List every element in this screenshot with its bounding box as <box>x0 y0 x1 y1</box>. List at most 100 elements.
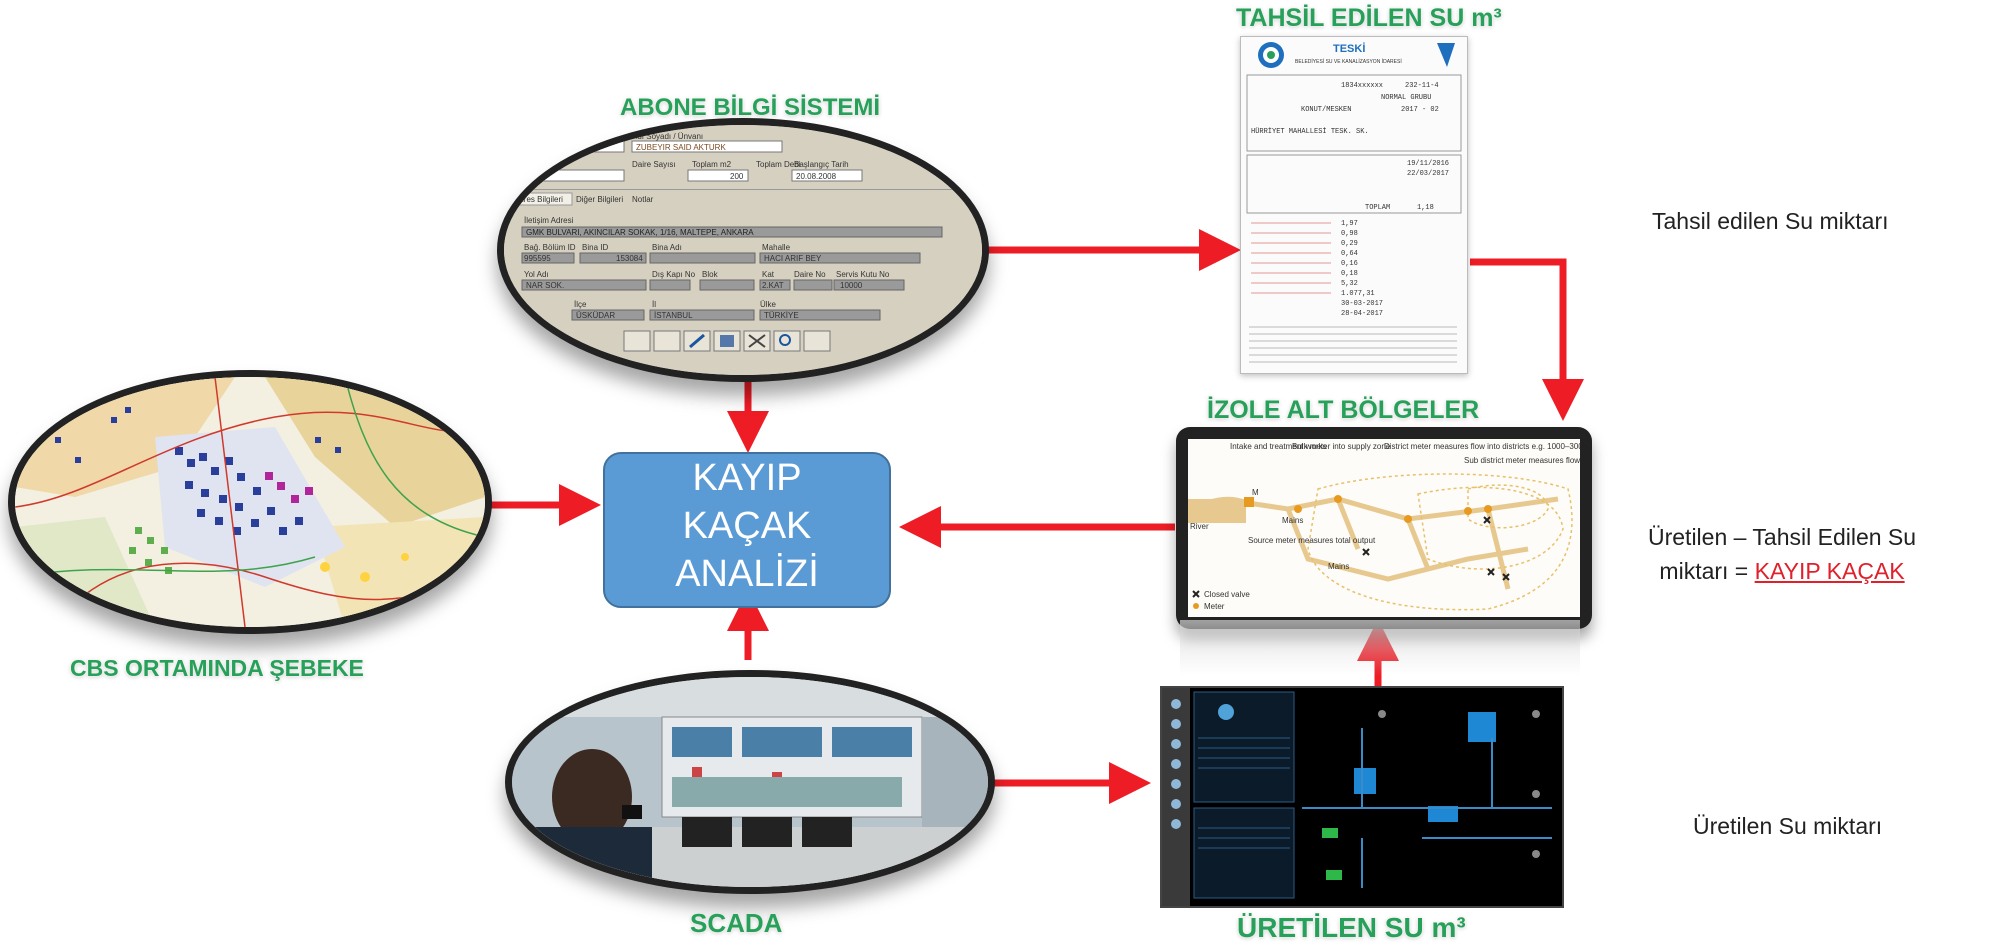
receipt-amount-8: 1.077,31 <box>1341 290 1375 298</box>
center-line-1: KAYIP <box>692 457 802 499</box>
value-il: İSTANBUL <box>654 311 693 320</box>
cbs-network-map-image <box>15 377 485 627</box>
label-mains-2: Mains <box>1328 562 1349 571</box>
scada-control-room-image <box>512 677 988 887</box>
label-bag-bolum: Bağ. Bölüm ID <box>524 243 576 252</box>
abone-bilgi-sistemi-title: ABONE BİLGİ SİSTEMİ <box>620 94 881 121</box>
receipt-okuma-tarihi: 19/11/2016 <box>1407 160 1449 168</box>
scada-photo <box>505 670 995 894</box>
kayip-kacak-analizi-box: KAYIP KAÇAK ANALİZİ <box>603 452 891 608</box>
receipt-amount-6: 0,18 <box>1341 270 1358 278</box>
label-mains-1: Mains <box>1282 516 1303 525</box>
receipt-amount-2: 0,98 <box>1341 230 1358 238</box>
scada-title: SCADA <box>690 908 783 938</box>
label-blok: Blok <box>702 270 719 279</box>
value-servis-kutu: 10000 <box>840 281 863 290</box>
label-kat: Kat <box>762 270 775 279</box>
value-adi-soyadi: ZUBEYIR SAID AKTURK <box>636 143 726 152</box>
note-kayip-kacak-formula: Üretilen – Tahsil Edilen Su miktarı = KA… <box>1648 520 1916 588</box>
note-tahsil-edilen-su-miktari: Tahsil edilen Su miktarı <box>1652 208 1889 234</box>
receipt-amount-5: 0,16 <box>1341 260 1358 268</box>
formula-line-1: Üretilen – Tahsil Edilen Su <box>1648 524 1917 550</box>
receipt-amount-7: 5,32 <box>1341 280 1358 288</box>
izole-tablet-reflection <box>1180 620 1580 676</box>
uretilen-su-title: ÜRETİLEN SU m³ <box>1237 912 1466 943</box>
receipt-toplam: TOPLAM <box>1365 204 1390 212</box>
su-faturasi-receipt: TESKİ BELEDİYESİ SU VE KANALİZASYON İDAR… <box>1240 36 1468 374</box>
receipt-adres: HÜRRİYET MAHALLESİ TESK. SK. <box>1251 127 1369 136</box>
izole-map-tablet: River Intake and treatment works Bulk me… <box>1176 427 1592 629</box>
uretilen-su-scada-screen <box>1160 686 1564 908</box>
label-servis-kutu: Servis Kutu No <box>836 270 890 279</box>
scada-mimic-image <box>1162 688 1552 906</box>
receipt-amount-3: 0,29 <box>1341 240 1358 248</box>
label-il: İl <box>652 300 656 309</box>
label-subdistrict-meter: Sub district meter measures flow into sm… <box>1464 456 1580 465</box>
formula-prefix: miktarı = <box>1659 558 1755 584</box>
value-toplam-m2: 200 <box>730 172 744 181</box>
label-river: River <box>1190 522 1209 531</box>
label-daire-sayisi: Daire Sayısı <box>632 160 676 169</box>
legend-closed-valve: Closed valve <box>1204 590 1250 599</box>
value-baslangic: 20.08.2008 <box>796 172 837 181</box>
cbs-ortaminda-sebeke-title: CBS ORTAMINDA ŞEBEKE <box>70 655 364 681</box>
value-bag-bolum: 995595 <box>524 254 551 263</box>
cbs-map-screenshot <box>8 370 492 634</box>
label-iletisim: İletişim Adresi <box>524 216 574 225</box>
value-ilce: ÜSKÜDAR <box>576 311 615 320</box>
value-bina-id: 153084 <box>616 254 643 263</box>
receipt-donem: 2017 - 02 <box>1401 106 1439 114</box>
formula-line-2: miktarı = KAYIP KAÇAK <box>1648 554 1916 588</box>
label-meter-m: M <box>1252 488 1259 497</box>
abone-toolbar <box>623 330 831 352</box>
label-yol-adi: Yol Adı <box>524 270 549 279</box>
legend-meter: Meter <box>1204 602 1225 611</box>
receipt-sozlesme: 232-11-4 <box>1405 82 1439 90</box>
value-ulke: TÜRKİYE <box>764 311 799 320</box>
abone-bilgi-sistemi-screenshot: Adı Soyadı / Ünvanı 2708635 ZUBEYIR SAID… <box>497 118 989 382</box>
label-toplam-m2: Toplam m2 <box>692 160 732 169</box>
label-ilce: İlçe <box>574 300 587 309</box>
receipt-toplam-value: 1,18 <box>1417 204 1434 212</box>
value-iletisim: GMK BULVARI, AKINCILAR SOKAK, 1/16, MALT… <box>526 228 754 237</box>
abone-form-image: Adı Soyadı / Ünvanı 2708635 ZUBEYIR SAID… <box>504 125 982 375</box>
receipt-konut: KONUT/MESKEN <box>1301 106 1351 114</box>
note-uretilen-su-miktari: Üretilen Su miktarı <box>1693 813 1883 839</box>
label-baslangic: Başlangıç Tarih <box>794 160 849 169</box>
tab-notlar[interactable]: Notlar <box>632 195 654 204</box>
izole-alt-bolgeler-title: İZOLE ALT BÖLGELER <box>1207 396 1480 424</box>
receipt-image: TESKİ BELEDİYESİ SU VE KANALİZASYON İDAR… <box>1246 42 1462 363</box>
center-line-3: ANALİZİ <box>675 553 819 595</box>
receipt-abone-grubu: NORMAL GRUBU <box>1381 94 1431 102</box>
label-bina-adi: Bina Adı <box>652 243 682 252</box>
tab-diger-bilgileri[interactable]: Diğer Bilgileri <box>576 195 623 204</box>
tahsil-edilen-su-title: TAHSİL EDİLEN SU m³ <box>1236 4 1502 32</box>
receipt-son-odeme: 30-03-2017 <box>1341 300 1383 308</box>
label-adi-soyadi: Adı Soyadı / Ünvanı <box>632 132 703 141</box>
label-bulk-meter: Bulk meter into supply zone <box>1292 442 1391 451</box>
value-kat: 2.KAT <box>762 281 784 290</box>
receipt-son-okuma: 22/03/2017 <box>1407 170 1449 178</box>
receipt-amount-4: 0,64 <box>1341 250 1358 258</box>
receipt-tarih2: 28-04-2017 <box>1341 310 1383 318</box>
label-intake: Intake and treatment works <box>1230 442 1327 451</box>
arrow-tahsil-to-izole <box>1470 258 1584 421</box>
label-district-meter: District meter measures flow into distri… <box>1384 442 1580 451</box>
label-dis-kapi: Dış Kapı No <box>652 270 696 279</box>
label-daire-no: Daire No <box>794 270 826 279</box>
label-toplam-debi: Toplam Debi <box>756 160 801 169</box>
label-bina-id: Bina ID <box>582 243 608 252</box>
formula-result-kayip-kacak: KAYIP KAÇAK <box>1754 558 1905 584</box>
center-line-2: KAÇAK <box>682 505 812 547</box>
receipt-subtitle: BELEDİYESİ SU VE KANALİZASYON İDARESİ <box>1295 58 1402 65</box>
label-mahalle: Mahalle <box>762 243 791 252</box>
value-mahalle: HACI ARIF BEY <box>764 254 822 263</box>
value-yol-adi: NAR SOK. <box>526 281 564 290</box>
receipt-amount-1: 1,97 <box>1341 220 1358 228</box>
dma-network-diagram: River Intake and treatment works Bulk me… <box>1188 439 1580 617</box>
label-ulke: Ülke <box>760 300 777 309</box>
tab-adres-bilgileri[interactable]: Adres Bilgileri <box>514 195 563 204</box>
label-source-meter: Source meter measures total output <box>1248 536 1376 545</box>
receipt-sicil: 1834xxxxxx <box>1341 82 1383 90</box>
